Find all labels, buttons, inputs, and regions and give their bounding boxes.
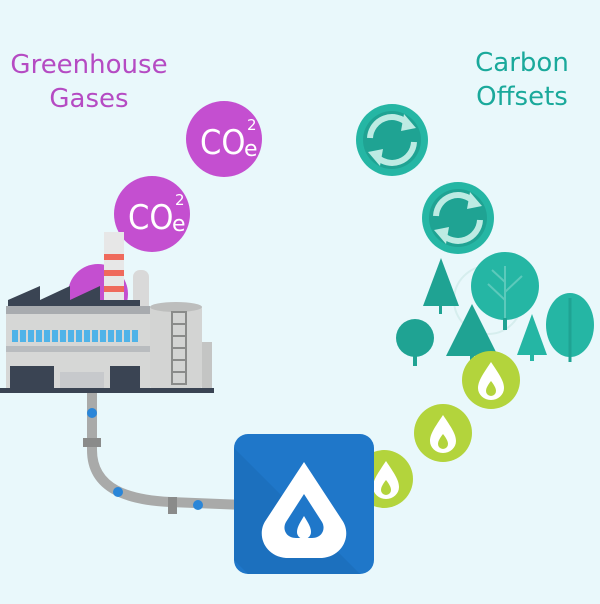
pipe-joint (83, 438, 101, 447)
pipe-flow-dot (193, 500, 203, 510)
pipe-flow-dot (87, 408, 97, 418)
tree-icon (546, 293, 594, 362)
greenhouse-gases-label: Greenhouse Gases (0, 48, 178, 116)
co2-subscript: e (172, 212, 186, 237)
tree-icon (471, 252, 539, 330)
label-line: Offsets (476, 82, 568, 112)
carbon-offsets-label: Carbon Offsets (462, 46, 582, 114)
recycle-arrows-icon (422, 182, 494, 254)
co2-label: CO (200, 123, 245, 163)
app-flame-logo-icon (234, 434, 374, 574)
label-line: Greenhouse (10, 50, 168, 80)
co2-bubble: CO 2 e (186, 101, 262, 177)
tree-icon (446, 304, 498, 362)
flame-icon (462, 351, 520, 409)
factory-icon (0, 232, 214, 393)
tree-icon (396, 319, 434, 366)
recycle-arrows-icon (356, 104, 428, 176)
pipe-joint (168, 497, 177, 514)
flame-icon (414, 404, 472, 462)
co2-bubble: CO 2 e (114, 176, 190, 252)
pipe-flow-dot (113, 487, 123, 497)
co2-superscript: 2 (175, 191, 185, 209)
tree-icon (423, 258, 459, 314)
co2-superscript: 2 (247, 116, 257, 134)
label-line: Gases (49, 84, 129, 114)
label-line: Carbon (475, 48, 569, 78)
pipeline (83, 385, 250, 514)
co2-subscript: e (244, 137, 258, 162)
co2-label: CO (128, 198, 173, 238)
tree-icon (517, 314, 547, 361)
